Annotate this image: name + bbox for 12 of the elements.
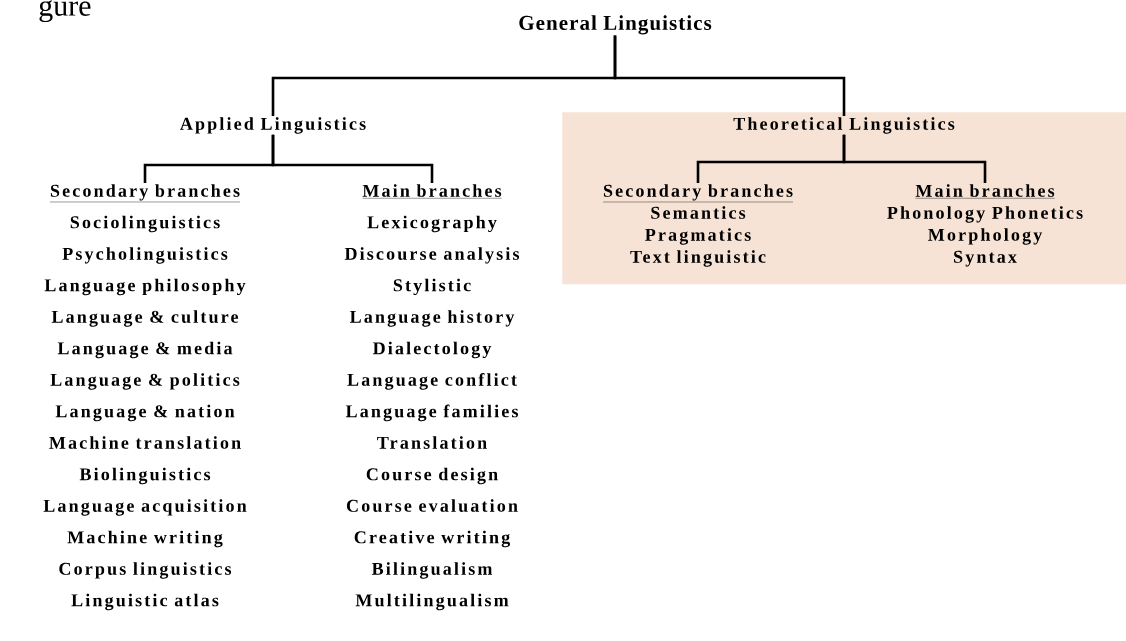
- heading: General Linguistics: [519, 15, 712, 35]
- branch-list: Main branches Lexicography Discourse analysis Stylistic Language history Dialectology Language conflict Language families Translation Course design Course evaluation Creative writing Bilingualism Multilingualism: [344, 184, 520, 611]
- branch-list: Secondary branches Sociolinguistics Psycholinguistics Language philosophy Language & culture Language & media Language & politics Language & nation Machine translation Biolinguistics Language acquisition Machine writing Corpus linguistics Linguistic atlas: [43, 184, 247, 611]
- branch-heading: Theoretical Linguistics: [733, 117, 955, 134]
- branch-list: Main branches Phonology Phonetics Morphology Syntax: [887, 184, 1083, 267]
- caption-fragment: gure: [39, 0, 91, 23]
- connector-line: [271, 134, 434, 183]
- branch-list: Secondary branches Semantics Pragmatics Text linguistic: [602, 184, 794, 267]
- panel-background: [562, 112, 1126, 285]
- connector-line: [842, 134, 987, 183]
- connector-line: [613, 35, 846, 116]
- branch-heading: Applied Linguistics: [180, 117, 366, 134]
